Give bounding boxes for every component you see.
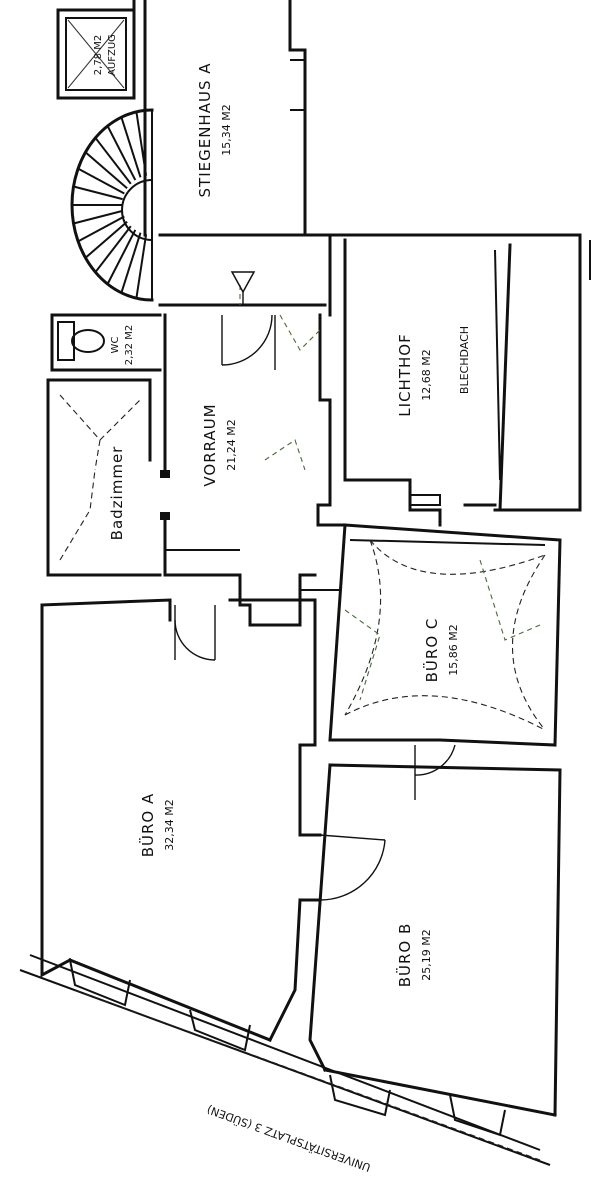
buero-c-walls xyxy=(328,523,562,747)
stair-step xyxy=(84,220,128,259)
buero-b-area: 25,19 M2 xyxy=(420,929,433,980)
bathroom-room xyxy=(46,378,162,577)
wc-area: 2,32 M2 xyxy=(124,325,135,365)
buero-c-name: BÜRO C xyxy=(422,618,441,683)
street-name: UNIVERSITÄTSPLATZ 3 (SÜDEN) xyxy=(205,1103,372,1174)
wc-room xyxy=(50,313,162,372)
lichthof-name: LICHTHOF xyxy=(396,333,414,416)
aufzug-name: AUFZUG xyxy=(107,34,118,76)
label-vorraum: VORRAUM 21,24 M2 xyxy=(201,403,238,486)
vorraum-walls xyxy=(158,233,347,627)
label-blechdach: BLECHDACH xyxy=(458,326,471,394)
stair-step xyxy=(120,116,142,178)
label-badzimmer: Badzimmer xyxy=(108,446,126,541)
wc-name: WC xyxy=(110,337,121,354)
vorraum-area: 21,24 M2 xyxy=(225,419,238,470)
badzimmer-name: Badzimmer xyxy=(108,446,126,541)
stair-step xyxy=(135,111,148,176)
street-facade xyxy=(19,954,551,1166)
vorraum-dashed-lines xyxy=(239,285,321,471)
buero-a-walls xyxy=(40,598,317,1043)
buero-a-name: BÜRO A xyxy=(138,793,157,858)
stair-step xyxy=(106,229,137,285)
label-aufzug: AUFZUG 2,78 M2 xyxy=(93,34,118,76)
elevator-shaft xyxy=(56,8,136,100)
stair-step xyxy=(77,215,125,243)
lichthof-note: BLECHDACH xyxy=(458,326,471,394)
label-stiegenhaus: STIEGENHAUS A 15,34 M2 xyxy=(196,63,233,198)
stair-step xyxy=(94,225,132,273)
spiral-staircase xyxy=(70,108,154,302)
stair-step xyxy=(120,232,142,294)
buero-c-door xyxy=(414,744,456,800)
stair-step xyxy=(73,185,123,201)
buero-b-walls xyxy=(308,763,562,1117)
stairwell-walls xyxy=(132,0,307,237)
stair-step xyxy=(135,234,148,299)
label-wc: WC 2,32 M2 xyxy=(110,325,135,365)
stair-step xyxy=(106,125,137,181)
vorraum-name: VORRAUM xyxy=(201,403,219,486)
buero-a-area: 32,34 M2 xyxy=(163,799,176,850)
buero-b-door xyxy=(298,833,386,902)
label-buero-a: BÜRO A 32,34 M2 xyxy=(138,793,176,858)
stair-step xyxy=(94,137,132,185)
lichthof-walls xyxy=(328,233,591,527)
stair-step xyxy=(84,151,128,190)
label-lichthof: LICHTHOF 12,68 M2 xyxy=(396,333,433,416)
buero-b-name: BÜRO B xyxy=(395,923,414,988)
aufzug-area: 2,78 M2 xyxy=(93,35,104,75)
buero-a-door xyxy=(174,605,216,661)
lichthof-area: 12,68 M2 xyxy=(420,349,433,400)
vorraum-entry-door xyxy=(221,271,276,370)
stiegenhaus-name: STIEGENHAUS A xyxy=(196,63,214,198)
label-buero-c: BÜRO C 15,86 M2 xyxy=(422,618,460,683)
stair-step xyxy=(73,209,123,225)
label-street: UNIVERSITÄTSPLATZ 3 (SÜDEN) xyxy=(205,1103,372,1174)
stiegenhaus-area: 15,34 M2 xyxy=(220,104,233,155)
stair-step xyxy=(77,167,125,195)
buero-c-area: 15,86 M2 xyxy=(447,624,460,675)
label-buero-b: BÜRO B 25,19 M2 xyxy=(395,923,433,988)
